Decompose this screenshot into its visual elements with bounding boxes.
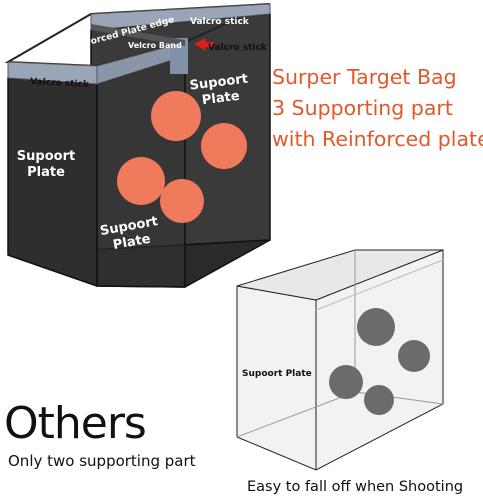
velcro-stick-left-label: Valcro stick [30, 77, 90, 90]
reinforced-plate-edge [91, 24, 185, 46]
left-support-plate [7, 77, 98, 288]
velcro-band [170, 38, 188, 74]
target-dot [117, 157, 165, 205]
velcro-stick-top-label: Valcro stick [190, 17, 250, 27]
arrow-icon [194, 38, 214, 51]
target-dot [201, 123, 247, 169]
others-caption: Easy to fall off when Shooting [247, 479, 464, 495]
target-dot [398, 340, 430, 372]
headline-line-1: Surper Target Bag [272, 65, 457, 89]
others-plate-label: Supoort Plate [242, 369, 312, 379]
right-plate-label: SupoortPlate [189, 72, 251, 110]
velcro-stick-right-label: Valcro stick [208, 43, 268, 53]
target-dot [329, 365, 363, 399]
headline-block: Surper Target Bag 3 Supporting part with… [272, 62, 483, 155]
headline-line-2: 3 Supporting part [272, 96, 453, 120]
others-subtitle: Only two supporting part [8, 452, 196, 470]
super-target-bag: Valcro stick Reinforced Plate edge Velcr… [4, 3, 271, 288]
bottom-plate-label: SupoortPlate [99, 214, 162, 255]
headline-line-3: with Reinforced plate [272, 127, 483, 151]
target-dot [151, 91, 201, 141]
target-dot [357, 308, 395, 346]
target-dot [364, 385, 394, 415]
velcro-band-label: Velcro Band [128, 41, 182, 50]
target-dot [160, 179, 204, 223]
others-target-bag: Supoort Plate [236, 249, 444, 471]
others-title: Others [4, 398, 147, 449]
